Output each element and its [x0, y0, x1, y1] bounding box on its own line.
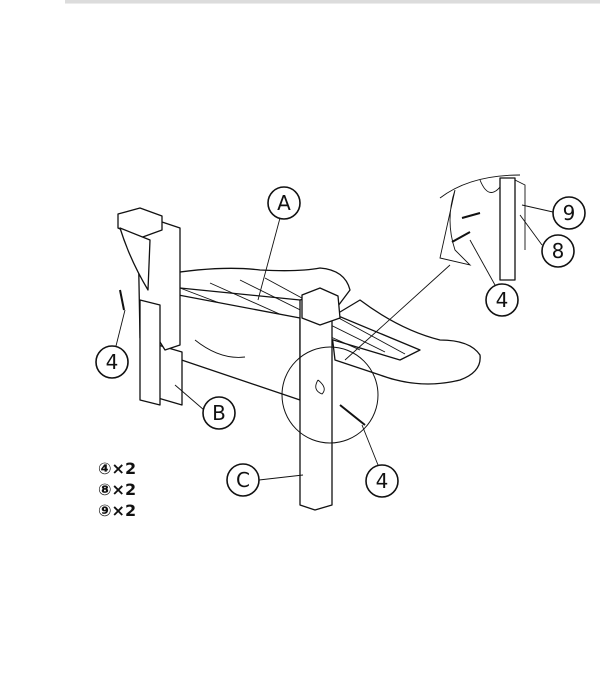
callout-a: A — [257, 186, 301, 301]
screw-icon-left — [119, 289, 125, 311]
svg-text:4: 4 — [106, 350, 119, 374]
leg-b — [157, 344, 183, 406]
svg-text:8: 8 — [552, 239, 565, 263]
top-divider — [65, 0, 600, 4]
right-arm-top — [301, 287, 341, 326]
screw-icon — [339, 404, 366, 426]
svg-text:9: 9 — [563, 201, 576, 225]
detail-circle — [281, 346, 379, 444]
left-arm-top — [117, 207, 163, 239]
parts-list-item: ⑧×2 — [98, 480, 137, 499]
parts-list: ④×2 ⑧×2 ⑨×2 — [98, 458, 136, 521]
svg-text:A: A — [277, 191, 291, 215]
left-post-lower — [139, 299, 161, 406]
svg-text:4: 4 — [496, 288, 509, 312]
callout-part-8: 8 — [519, 214, 575, 268]
callout-screw-left: 4 — [95, 309, 129, 379]
parts-list-item: ④×2 — [98, 459, 137, 478]
inset-detail — [439, 174, 526, 281]
parts-list-item: ⑨×2 — [98, 501, 137, 520]
leg-c — [299, 294, 333, 511]
svg-text:B: B — [212, 401, 226, 425]
hinge-pin-icon — [315, 379, 325, 395]
callout-screw-detail: 4 — [469, 239, 519, 317]
callout-b: B — [174, 384, 236, 430]
callout-screw-right: 4 — [361, 424, 399, 498]
right-arm-curve — [329, 299, 481, 385]
svg-text:C: C — [236, 468, 250, 492]
callout-c: C — [226, 463, 304, 497]
callout-part-9: 9 — [521, 196, 586, 230]
svg-text:4: 4 — [376, 469, 389, 493]
